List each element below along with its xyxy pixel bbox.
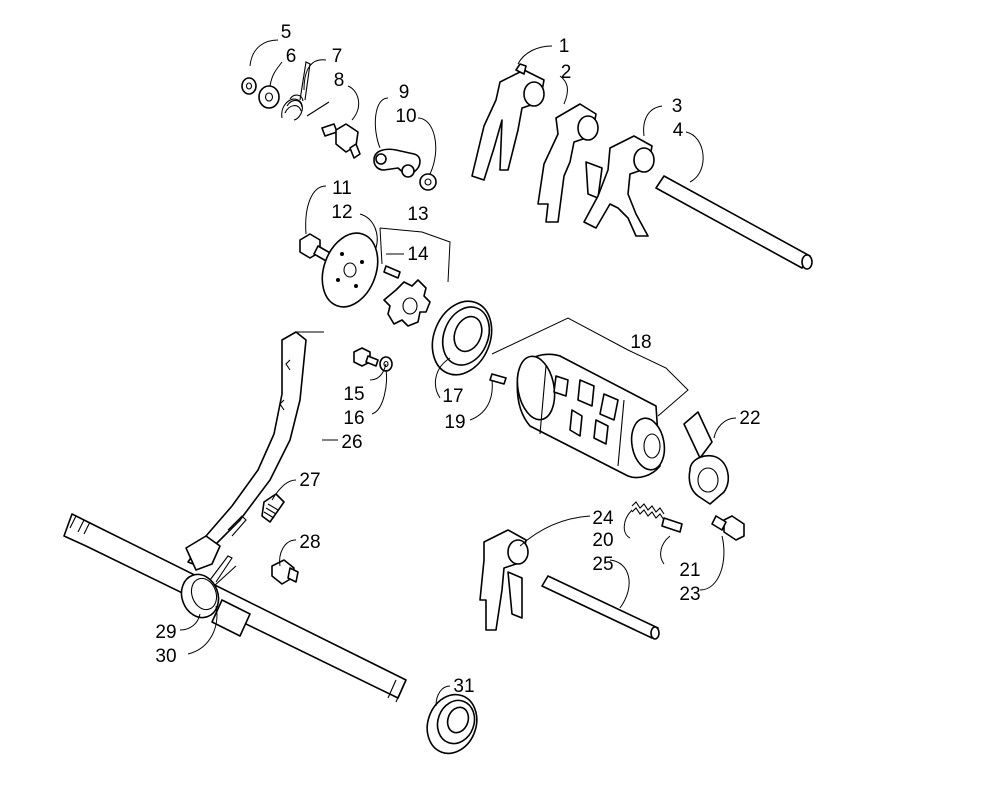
label-26: 26 <box>341 432 362 453</box>
label-23: 23 <box>679 584 700 605</box>
main-shaft <box>63 513 407 703</box>
label-20: 20 <box>592 530 613 551</box>
label-31: 31 <box>453 676 474 697</box>
label-24: 24 <box>592 508 614 529</box>
bearing-17 <box>431 300 493 376</box>
bolt-15 <box>353 347 379 367</box>
stopper-22 <box>683 411 730 505</box>
label-5: 5 <box>281 22 292 43</box>
label-6: 6 <box>286 46 297 67</box>
label-7: 7 <box>332 46 343 67</box>
spring-29 <box>180 555 237 619</box>
shaft-4 <box>655 175 813 270</box>
label-13: 13 <box>407 204 428 225</box>
label-12: 12 <box>331 202 352 223</box>
label-9: 9 <box>399 82 410 103</box>
label-29: 29 <box>155 622 176 643</box>
pin-14 <box>383 265 401 279</box>
label-17: 17 <box>442 386 463 407</box>
shift-fork-2 <box>537 103 603 223</box>
washer-10 <box>419 173 437 191</box>
callout-labels: 5 6 7 8 9 10 1 2 3 4 11 12 13 14 15 16 1… <box>155 22 760 697</box>
label-8: 8 <box>334 70 345 91</box>
leader-lines <box>179 39 737 707</box>
label-22: 22 <box>739 408 760 429</box>
label-15: 15 <box>343 384 364 405</box>
bearing-31 <box>426 693 478 755</box>
plate-12 <box>321 232 379 308</box>
shift-fork-24 <box>479 529 529 631</box>
shift-fork-3 <box>583 135 655 237</box>
label-11: 11 <box>332 178 352 199</box>
bolt-8 <box>321 123 361 159</box>
spring-7 <box>281 61 330 121</box>
label-14: 14 <box>407 244 429 265</box>
spring-27 <box>261 493 285 523</box>
washer-5 <box>241 77 257 95</box>
bolt-23 <box>711 515 745 541</box>
label-16: 16 <box>343 408 364 429</box>
label-4: 4 <box>673 120 684 141</box>
label-25: 25 <box>592 554 613 575</box>
label-18: 18 <box>630 332 651 353</box>
spring-20 <box>631 501 665 521</box>
shift-lever-26 <box>185 331 307 571</box>
star-plate-13 <box>383 279 431 327</box>
label-28: 28 <box>299 532 320 553</box>
pin-21 <box>661 517 683 533</box>
label-21: 21 <box>679 560 700 581</box>
label-3: 3 <box>672 96 683 117</box>
label-30: 30 <box>155 646 176 667</box>
shift-drum-18 <box>516 353 666 479</box>
label-19: 19 <box>444 412 465 433</box>
shaft-25 <box>541 575 660 640</box>
bolt-28 <box>271 559 299 585</box>
washer-6 <box>258 85 280 109</box>
label-27: 27 <box>299 470 320 491</box>
shift-fork-1 <box>471 63 545 181</box>
label-2: 2 <box>561 62 572 83</box>
pin-19 <box>489 373 507 385</box>
label-1: 1 <box>559 36 570 57</box>
label-10: 10 <box>395 106 416 127</box>
arm-9 <box>373 148 421 178</box>
